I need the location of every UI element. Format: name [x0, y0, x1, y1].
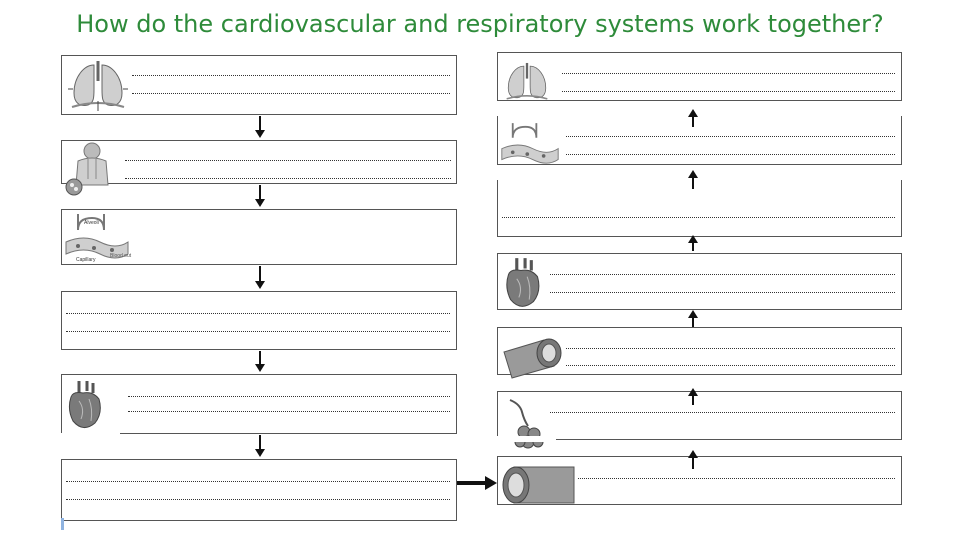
left-box-3: Alveoli Capillary Blood out [61, 209, 457, 265]
alveoli-label: Alveoli [84, 220, 99, 226]
lungs-icon [68, 61, 128, 111]
answer-line[interactable] [66, 499, 450, 500]
down-arrow [255, 185, 265, 207]
alveolus-capillary-icon [501, 123, 559, 164]
left-box-2 [61, 140, 457, 196]
down-arrow [255, 116, 265, 138]
vein-icon [502, 466, 575, 504]
blood-out-label: Blood out [110, 253, 132, 259]
answer-line[interactable] [566, 348, 895, 349]
answer-line[interactable] [125, 160, 451, 161]
answer-line[interactable] [550, 274, 895, 275]
answer-line[interactable] [66, 331, 450, 332]
up-arrow [688, 109, 698, 127]
right-arrow [457, 476, 497, 490]
left-box-1 [61, 55, 457, 115]
left-box-5 [61, 374, 457, 434]
page-title: How do the cardiovascular and respirator… [76, 10, 884, 38]
answer-line[interactable] [132, 93, 450, 94]
alveolus-capillary-icon [65, 214, 129, 259]
lungs-icon [506, 62, 548, 100]
answer-line[interactable] [128, 411, 450, 412]
capillary-bed-icon [509, 399, 544, 449]
answer-line[interactable] [566, 136, 895, 137]
answer-line[interactable] [566, 365, 895, 366]
answer-line[interactable] [132, 75, 450, 76]
capillary-label: Capillary [76, 257, 96, 263]
right-box-1 [497, 52, 902, 101]
answer-line[interactable] [562, 73, 895, 74]
answer-line[interactable] [125, 178, 451, 179]
down-arrow [255, 266, 265, 289]
right-box-3 [497, 180, 902, 237]
down-arrow [255, 351, 265, 372]
answer-line[interactable] [550, 292, 895, 293]
right-box-6 [497, 391, 902, 449]
up-arrow [688, 450, 698, 469]
down-arrow [255, 435, 265, 457]
box-gap [60, 433, 120, 437]
heart-icon [68, 381, 101, 428]
right-box-5 [497, 327, 902, 379]
right-box-4 [497, 253, 902, 310]
head-airway-icon [65, 142, 109, 196]
answer-line[interactable] [566, 154, 895, 155]
slide-marker [61, 518, 64, 530]
left-box-6 [61, 459, 457, 521]
up-arrow [688, 388, 698, 405]
box-gap [496, 436, 556, 442]
up-arrow [688, 310, 698, 327]
answer-line[interactable] [128, 396, 450, 397]
answer-line[interactable] [66, 481, 450, 482]
heart-icon [506, 258, 540, 307]
answer-line[interactable] [562, 91, 895, 92]
answer-line[interactable] [578, 478, 895, 479]
left-box-4 [61, 291, 457, 350]
answer-line[interactable] [66, 313, 450, 314]
answer-line[interactable] [502, 217, 895, 218]
right-box-2 [497, 116, 902, 165]
answer-line[interactable] [550, 412, 895, 413]
right-box-7 [497, 456, 902, 505]
up-arrow [688, 235, 698, 251]
artery-icon [503, 338, 562, 379]
up-arrow [688, 170, 698, 189]
